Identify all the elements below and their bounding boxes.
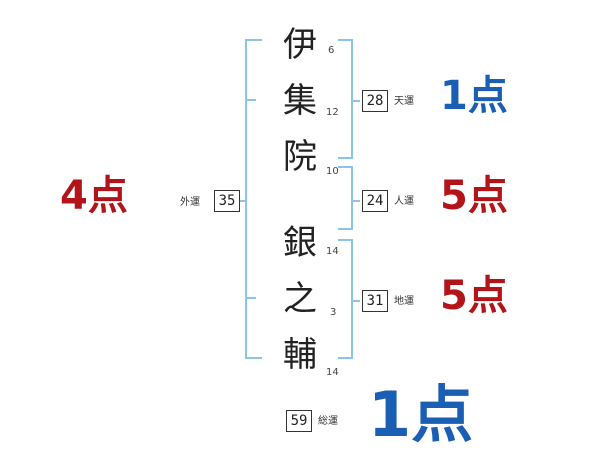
jin-bracket (338, 166, 353, 230)
ten-bracket (338, 39, 353, 159)
chi-score: 5点 (440, 273, 508, 319)
gai-value-box: 35 (214, 190, 240, 212)
stroke-count-5: 3 (330, 307, 337, 318)
chi-bracket (338, 239, 353, 359)
jin-label: 人運 (394, 196, 414, 207)
gai-score: 4点 (60, 173, 128, 219)
name-char-2: 集 (283, 81, 317, 121)
stroke-count-6: 14 (326, 367, 339, 378)
name-char-6: 輔 (283, 335, 317, 375)
name-char-3: 院 (283, 137, 317, 177)
sou-score: 1点 (368, 378, 474, 451)
sou-label: 総運 (318, 416, 338, 427)
stroke-count-3: 10 (326, 166, 339, 177)
stroke-count-4: 14 (326, 246, 339, 257)
stroke-count-1: 6 (328, 45, 335, 56)
name-char-4: 銀 (283, 223, 317, 263)
name-char-1: 伊 (283, 25, 317, 65)
ten-score: 1点 (440, 73, 508, 119)
jin-score: 5点 (440, 173, 508, 219)
stroke-count-2: 12 (326, 107, 339, 118)
ten-label: 天運 (394, 96, 414, 107)
ten-value-box: 28 (362, 90, 388, 112)
chi-value-box: 31 (362, 290, 388, 312)
jin-value-box: 24 (362, 190, 388, 212)
sou-value-box: 59 (286, 410, 312, 432)
chi-label: 地運 (394, 296, 414, 307)
name-char-5: 之 (283, 279, 317, 319)
gai-label: 外運 (180, 197, 200, 208)
outer-bracket (245, 39, 262, 359)
